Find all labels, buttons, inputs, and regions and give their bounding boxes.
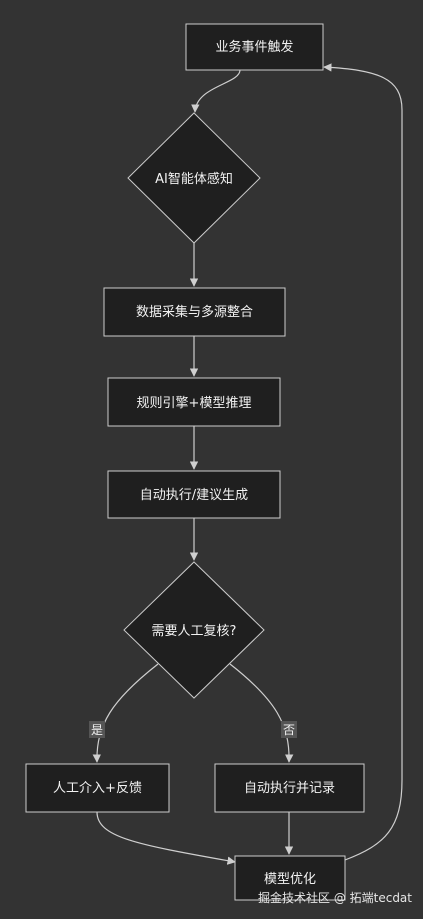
edge-label-no: 否 xyxy=(281,721,297,738)
node-review: 需要人工复核? xyxy=(123,561,265,699)
edge-label-yes-text: 是 xyxy=(91,723,103,737)
node-infer: 规则引擎+模型推理 xyxy=(107,377,281,427)
edge-review-yes xyxy=(92,663,159,763)
edge-trigger-to-sense xyxy=(191,69,241,113)
node-collect-label: 数据采集与多源整合 xyxy=(136,304,253,320)
edge-optimize-feedback xyxy=(323,63,403,861)
node-manual: 人工介入+反馈 xyxy=(25,763,170,813)
edge-review-no xyxy=(229,663,294,763)
node-collect: 数据采集与多源整合 xyxy=(103,287,286,337)
node-auto-record-label: 自动执行并记录 xyxy=(244,781,335,796)
edge-label-yes: 是 xyxy=(89,721,105,738)
node-review-label: 需要人工复核? xyxy=(152,624,237,639)
edge-label-no-text: 否 xyxy=(283,723,295,737)
node-sense: AI智能体感知 xyxy=(127,112,261,244)
node-auto-record: 自动执行并记录 xyxy=(214,763,365,813)
watermark-text: 掘金技术社区 @ 拓端tecdat xyxy=(258,890,412,905)
node-infer-label: 规则引擎+模型推理 xyxy=(137,396,252,411)
edge-manual-to-optimize xyxy=(96,811,236,865)
node-manual-label: 人工介入+反馈 xyxy=(53,781,142,796)
node-execute-label: 自动执行/建议生成 xyxy=(140,488,248,503)
node-trigger-label: 业务事件触发 xyxy=(215,39,293,55)
node-execute: 自动执行/建议生成 xyxy=(107,470,281,519)
node-optimize: 模型优化 xyxy=(234,855,346,901)
node-sense-label: AI智能体感知 xyxy=(155,171,233,187)
node-optimize-label: 模型优化 xyxy=(264,872,316,887)
node-trigger: 业务事件触发 xyxy=(185,23,324,71)
